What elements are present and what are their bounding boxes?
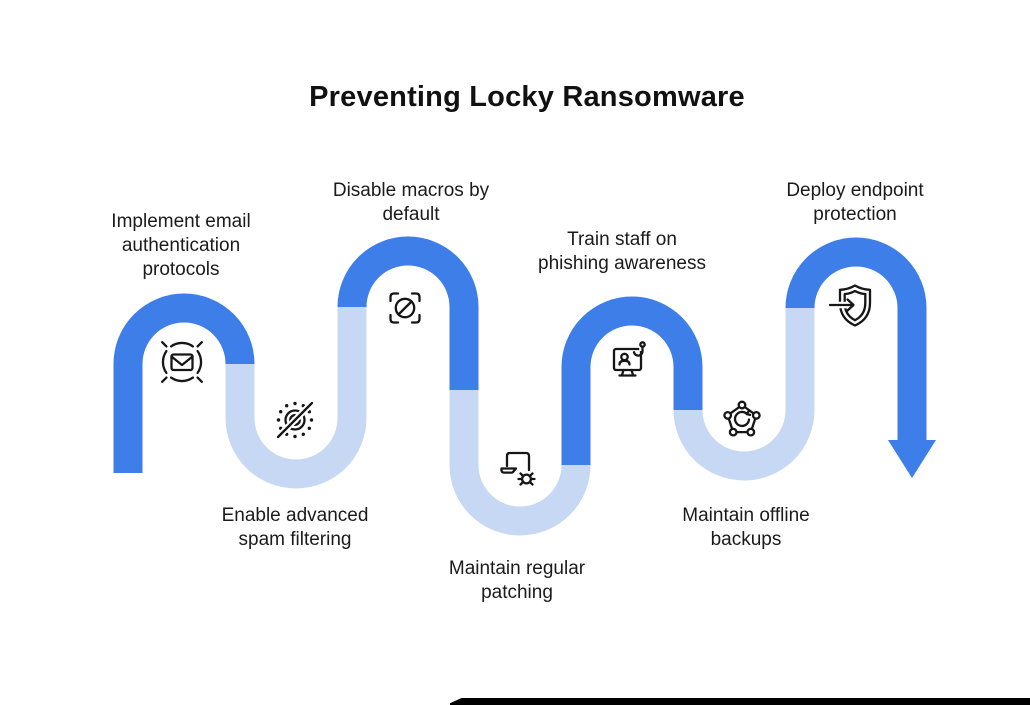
patching-bug-icon (500, 451, 536, 486)
flow-segment-7-blue (785, 237, 927, 441)
spam-filter-icon (276, 401, 314, 439)
flow-segment-6-light (673, 308, 815, 481)
flow-segment-5-blue (561, 296, 703, 465)
offline-backups-icon (723, 400, 761, 437)
disable-macros-icon (389, 292, 421, 324)
endpoint-protection-icon (828, 284, 872, 327)
footer-bar (450, 698, 1030, 705)
page-title: Preventing Locky Ransomware (309, 81, 745, 113)
step-label-disable-macros: Disable macros by default (332, 180, 490, 225)
flow-end-arrow-icon (888, 440, 936, 478)
flow-segment-4-light (449, 390, 591, 536)
phishing-awareness-icon (612, 341, 646, 377)
step-label-implement-email-authentication: Implement email authentication protocols (111, 211, 251, 280)
flow-segment-3-blue (337, 236, 479, 390)
step-label-deploy-endpoint-protection: Deploy endpoint protection (786, 180, 924, 225)
flow-segment-2-light (225, 307, 367, 489)
step-label-maintain-patching: Maintain regular patching (448, 558, 586, 603)
step-label-enable-spam-filtering: Enable advanced spam filtering (221, 505, 369, 550)
email-authentication-icon (161, 341, 203, 383)
step-label-train-staff-phishing: Train staff on phishing awareness (538, 229, 706, 274)
step-label-maintain-offline-backups: Maintain offline backups (682, 505, 810, 550)
flow-segment-1-blue (113, 293, 255, 473)
